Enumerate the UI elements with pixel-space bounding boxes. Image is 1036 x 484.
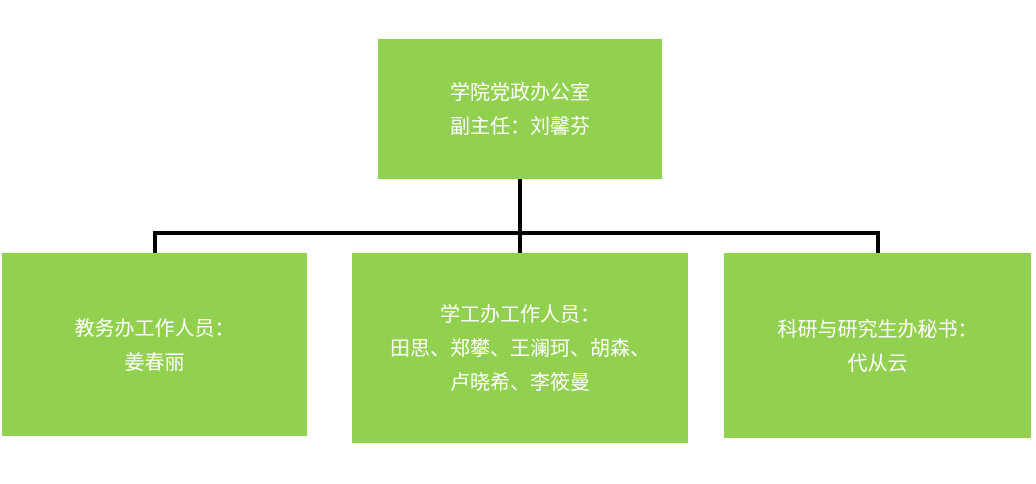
student-affairs-title: 学工办工作人员： — [440, 302, 600, 326]
student-affairs-staff-line-1: 田思、郑攀、王澜珂、胡森、 — [390, 336, 650, 360]
root-node-deputy-director: 副主任：刘馨芬 — [450, 114, 590, 138]
root-node-title: 学院党政办公室 — [450, 80, 590, 104]
student-affairs-staff-line-2: 卢晓希、李筱曼 — [450, 370, 590, 394]
research-graduate-title: 科研与研究生办秘书： — [777, 316, 978, 341]
child-node-student-affairs: 学工办工作人员： 田思、郑攀、王澜珂、胡森、 卢晓希、李筱曼 — [352, 253, 688, 443]
research-graduate-secretary: 代从云 — [847, 350, 908, 375]
academic-affairs-staff: 姜春丽 — [124, 349, 185, 374]
academic-affairs-title: 教务办工作人员： — [74, 315, 235, 340]
child-node-research-graduate: 科研与研究生办秘书： 代从云 — [724, 253, 1031, 438]
root-node-party-office: 学院党政办公室 副主任：刘馨芬 — [378, 39, 662, 179]
child-node-academic-affairs: 教务办工作人员： 姜春丽 — [2, 253, 307, 436]
